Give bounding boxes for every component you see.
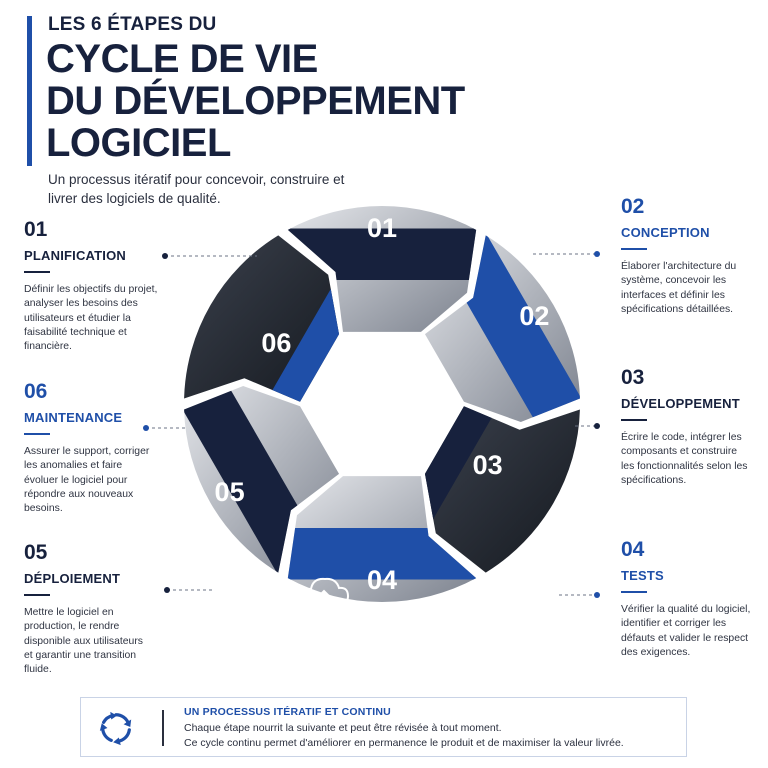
title-accent-bar bbox=[27, 16, 32, 166]
title-line-2: DU DÉVELOPPEMENT bbox=[46, 79, 465, 123]
segment-label-06: 06 bbox=[261, 328, 291, 358]
step-number: 03 bbox=[621, 366, 645, 389]
segment-band-02 bbox=[443, 235, 580, 423]
step-title: PLANIFICATION bbox=[24, 248, 127, 263]
step-06-maintenance: 06 MAINTENANCE Assurer le support, corri… bbox=[24, 380, 154, 516]
step-description: Élaborer l'architecture du système, conc… bbox=[621, 261, 737, 315]
segment-label-02: 02 bbox=[519, 301, 549, 331]
step-description: Écrire le code, intégrer les composants … bbox=[621, 432, 748, 486]
segment-label-04: 04 bbox=[367, 565, 397, 595]
segment-band-05 bbox=[184, 385, 321, 573]
step-title: DÉVELOPPEMENT bbox=[621, 396, 740, 411]
step-rule bbox=[621, 419, 647, 421]
cloud-upload-icon bbox=[299, 577, 350, 609]
step-title: TESTS bbox=[621, 568, 664, 583]
segment-band-06 bbox=[253, 283, 340, 402]
segment-label-05: 05 bbox=[215, 477, 245, 507]
connector-01 bbox=[162, 253, 257, 259]
footer-separator bbox=[162, 710, 164, 746]
segment-label-01: 01 bbox=[367, 213, 397, 243]
step-rule bbox=[621, 248, 647, 250]
step-number: 01 bbox=[24, 218, 48, 241]
step-rule bbox=[24, 433, 50, 435]
step-number: 02 bbox=[621, 195, 645, 218]
title-kicker: LES 6 ÉTAPES DU bbox=[48, 14, 217, 35]
cycle-segment-03: 03 bbox=[424, 406, 580, 573]
cycle-segment-02: 02 bbox=[424, 235, 580, 423]
step-description: Vérifier la qualité du logiciel, identif… bbox=[621, 604, 751, 658]
step-rule bbox=[621, 591, 647, 593]
step-03-developpement: 03 DÉVELOPPEMENT Écrire le code, intégre… bbox=[621, 366, 751, 488]
cycle-segment-05: 05 bbox=[184, 385, 340, 573]
step-02-conception: 02 CONCEPTION Élaborer l'architecture du… bbox=[621, 195, 761, 317]
step-05-deploiement: 05 DÉPLOIEMENT Mettre le logiciel en pro… bbox=[24, 541, 154, 677]
step-description: Définir les objectifs du projet, analyse… bbox=[24, 284, 158, 353]
title-line-1: CYCLE DE VIE bbox=[46, 37, 318, 81]
footer-callout: UN PROCESSUS ITÉRATIF ET CONTINU Chaque … bbox=[80, 697, 687, 757]
page-title: CYCLE DE VIE DU DÉVELOPPEMENT LOGICIEL bbox=[46, 38, 465, 164]
step-rule bbox=[24, 594, 50, 596]
step-number: 05 bbox=[24, 541, 48, 564]
step-number: 06 bbox=[24, 380, 48, 403]
footer-line-2: Ce cycle continu permet d'améliorer en p… bbox=[184, 737, 624, 749]
step-description: Assurer le support, corriger les anomali… bbox=[24, 446, 150, 515]
step-01-planification: 01 PLANIFICATION Définir les objectifs d… bbox=[24, 218, 174, 354]
title-line-3: LOGICIEL bbox=[46, 121, 231, 165]
step-title: MAINTENANCE bbox=[24, 410, 123, 425]
connector-02 bbox=[533, 251, 600, 257]
footer-title: UN PROCESSUS ITÉRATIF ET CONTINU bbox=[184, 706, 391, 718]
step-title: CONCEPTION bbox=[621, 225, 710, 240]
subtitle: Un processus itératif pour concevoir, co… bbox=[48, 172, 345, 206]
segment-band-03 bbox=[424, 406, 511, 525]
segment-label-03: 03 bbox=[473, 450, 503, 480]
cycle-segment-06: 06 bbox=[184, 235, 340, 402]
cycle-arrows-icon bbox=[99, 711, 132, 746]
step-rule bbox=[24, 271, 50, 273]
step-number: 04 bbox=[621, 538, 645, 561]
step-title: DÉPLOIEMENT bbox=[24, 571, 121, 586]
connector-04 bbox=[559, 592, 600, 598]
footer-line-1: Chaque étape nourrit la suivante et peut… bbox=[184, 722, 502, 734]
step-description: Mettre le logiciel en production, le ren… bbox=[24, 607, 143, 676]
step-04-tests: 04 TESTS Vérifier la qualité du logiciel… bbox=[621, 538, 761, 660]
connector-03 bbox=[575, 423, 600, 429]
connector-06 bbox=[143, 425, 188, 431]
connector-05 bbox=[164, 587, 212, 593]
